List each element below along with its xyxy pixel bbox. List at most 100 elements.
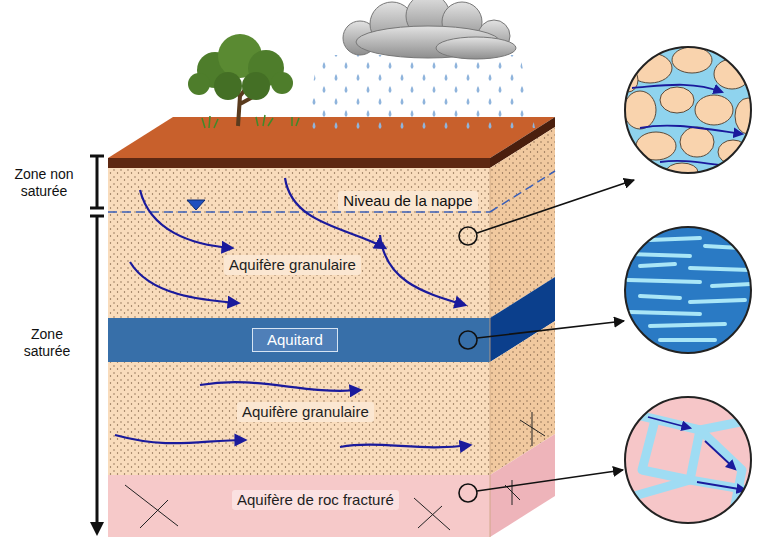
granular-zoom [660, 87, 694, 113]
granular-zoom [618, 47, 761, 181]
flow-arrows [115, 435, 245, 443]
granular-zoom [680, 127, 714, 157]
layer-name: Aquifère granulaire [224, 255, 361, 275]
rock-fractures [125, 485, 178, 526]
granular-zoom [640, 126, 742, 134]
leader-lines [459, 484, 477, 502]
water-table-line [108, 211, 490, 213]
flow-arrows [340, 445, 470, 448]
zone-brackets [90, 155, 104, 158]
layer-front-faces [108, 475, 490, 537]
aquitard-zoom [630, 254, 690, 256]
rock-fractures [532, 412, 533, 446]
tree [271, 72, 293, 94]
leader-lines [477, 321, 624, 338]
water-table-label: Niveau de la nappe [326, 191, 490, 211]
flow-arrows [200, 382, 360, 391]
granular-zoom [625, 47, 751, 173]
leader-lines [459, 227, 477, 245]
flow-arrows [285, 178, 385, 248]
ground-surface [108, 158, 490, 168]
tree [202, 115, 299, 128]
tree [214, 72, 242, 100]
aquitard-zoom [640, 264, 675, 266]
layer-front-faces [108, 362, 490, 475]
zone-brackets [96, 216, 99, 524]
granular-zoom [695, 95, 733, 125]
water-table-line [108, 171, 555, 212]
fractured-rock-zoom [625, 397, 751, 523]
zone-brackets [90, 156, 104, 536]
fractured-rock-zoom [620, 392, 760, 530]
fractured-rock-zoom [648, 417, 690, 428]
fractured-rock-band: Aquifère de roc fracturé [108, 475, 490, 537]
zone-label: Zone non saturée [6, 166, 82, 200]
aquitard-zoom [650, 324, 725, 326]
rock-fractures [140, 500, 168, 528]
tree [188, 73, 210, 95]
water-table-line [490, 171, 555, 212]
fractured-rock-zoom [700, 430, 742, 530]
zone-brackets [96, 156, 99, 208]
layer-name: Aquitard [252, 328, 338, 352]
layer-front-faces [108, 318, 490, 362]
granular-aquifer-band: Aquifère granulaire [108, 362, 490, 475]
flow-arrows [380, 235, 465, 305]
leader-lines [477, 470, 623, 491]
granular-zoom [618, 42, 761, 181]
granular-zoom [672, 47, 712, 73]
fractured-rock-zoom [705, 441, 735, 469]
aquitard-zoom [620, 222, 756, 358]
tree [242, 72, 270, 100]
layer-front-faces [108, 168, 490, 318]
aquitard-band: Aquitard [108, 318, 490, 362]
fractured-rock-zoom [697, 482, 745, 490]
fractured-rock-zoom [642, 420, 690, 480]
aquitard-zoom [625, 227, 751, 353]
zone-brackets [90, 522, 104, 536]
rock-fractures [512, 480, 513, 505]
layer-side-faces [490, 434, 555, 537]
fractured-rock-zoom [690, 480, 760, 492]
zone-label: Zone saturée [14, 326, 80, 360]
aquitard-zoom [690, 268, 750, 270]
layer-front-faces [108, 168, 490, 537]
zone-label: Zone saturée [14, 326, 80, 360]
aquitard-zoom [628, 280, 700, 282]
granular-zoom [718, 140, 748, 164]
rain [305, 55, 535, 132]
aquitard-zoom [650, 238, 700, 240]
aquitard-zoom [660, 338, 715, 342]
cloud [436, 37, 516, 59]
granular-zoom [632, 85, 742, 166]
flow-arrows [115, 178, 470, 447]
fractured-rock-zoom [648, 417, 745, 490]
water-table-line [187, 200, 205, 210]
layer-name: Aquifère granulaire [237, 402, 374, 422]
fractured-rock-zoom [620, 392, 760, 530]
zone-label: Zone non saturée [6, 166, 82, 200]
aquitard-zoom [640, 296, 680, 298]
fractured-rock-zoom [620, 412, 760, 530]
rock-fractures [125, 412, 545, 530]
granular-zoom [636, 132, 676, 160]
tree [188, 34, 299, 128]
layer-name: Aquifère de roc fracturé [232, 490, 399, 510]
aquitard-zoom [628, 238, 752, 340]
leader-lines [459, 180, 634, 502]
flow-arrows [130, 262, 238, 303]
cloud [343, 0, 516, 59]
leader-lines [477, 180, 634, 233]
aquitard-zoom [712, 284, 752, 286]
aquitard-zoom [620, 222, 756, 358]
aquitard-zoom [620, 222, 756, 358]
layer-side-faces [490, 168, 491, 537]
rock-fractures [414, 498, 450, 530]
rock-fractures [418, 506, 442, 528]
aquitard-zoom [630, 312, 700, 314]
granular-zoom [632, 85, 722, 92]
granular-zoom [624, 91, 656, 129]
